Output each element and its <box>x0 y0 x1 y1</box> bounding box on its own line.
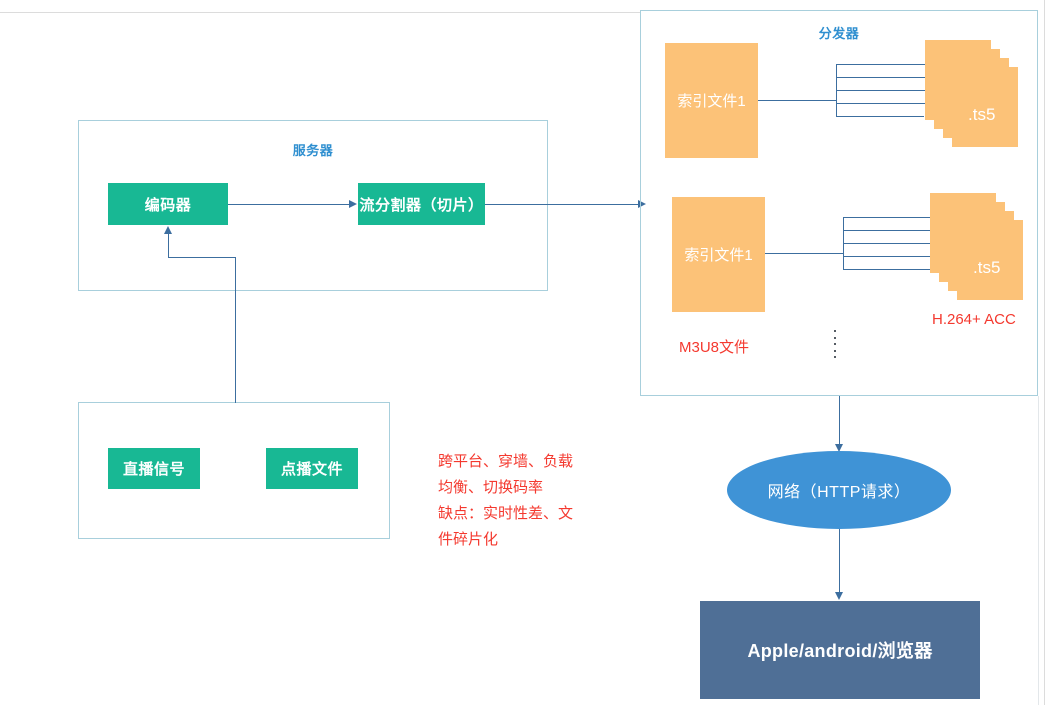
ts-label-1: .ts5 <box>968 105 996 124</box>
segment-connector-1 <box>758 64 958 124</box>
vod-file-box[interactable]: 点播文件 <box>266 448 358 489</box>
source-panel <box>78 402 390 539</box>
encoder-box[interactable]: 编码器 <box>108 183 228 225</box>
network-to-client-arrow <box>835 592 843 600</box>
ts-label-2: .ts5 <box>973 258 1001 277</box>
inner-right-rule <box>1038 396 1039 705</box>
encoder-feedback-vline <box>168 233 169 258</box>
ts-stack-2: .ts5 <box>930 193 1040 303</box>
segmenter-box[interactable]: 流分割器（切片） <box>358 183 485 225</box>
segmenter-to-distributor-arrow <box>638 200 646 208</box>
distributor-to-network-line <box>839 396 840 448</box>
more-rows-ellipsis <box>833 330 837 358</box>
distributor-panel <box>640 10 1038 396</box>
m3u8-label: M3U8文件 <box>679 339 750 356</box>
source-to-encoder-vline <box>235 257 236 403</box>
network-ellipse[interactable]: 网络（HTTP请求） <box>727 451 951 529</box>
encoder-to-segmenter-line <box>228 204 350 205</box>
index-file-box-1[interactable]: 索引文件1 <box>665 43 758 158</box>
segmenter-to-distributor-line <box>485 204 643 205</box>
feature-note: 跨平台、穿墙、负载 均衡、切换码率 缺点：实时性差、文 件碎片化 <box>438 453 574 548</box>
distributor-to-network-arrow <box>835 444 843 452</box>
server-panel-title: 服务器 <box>292 143 334 158</box>
live-signal-box[interactable]: 直播信号 <box>108 448 200 489</box>
client-box[interactable]: Apple/android/浏览器 <box>700 601 980 699</box>
codec-label: H.264+ ACC <box>932 311 1016 328</box>
distributor-panel-title: 分发器 <box>818 26 860 41</box>
ts-stack-1: .ts5 <box>925 40 1035 150</box>
right-edge-rule <box>1044 0 1045 705</box>
server-panel <box>78 120 548 291</box>
segment-connector-2 <box>765 217 965 277</box>
encoder-to-segmenter-arrow <box>349 200 357 208</box>
encoder-feedback-arrow <box>164 226 172 234</box>
source-to-encoder-hline <box>168 257 236 258</box>
top-divider-rule <box>0 12 640 13</box>
index-file-box-2[interactable]: 索引文件1 <box>672 197 765 312</box>
network-to-client-line <box>839 529 840 595</box>
